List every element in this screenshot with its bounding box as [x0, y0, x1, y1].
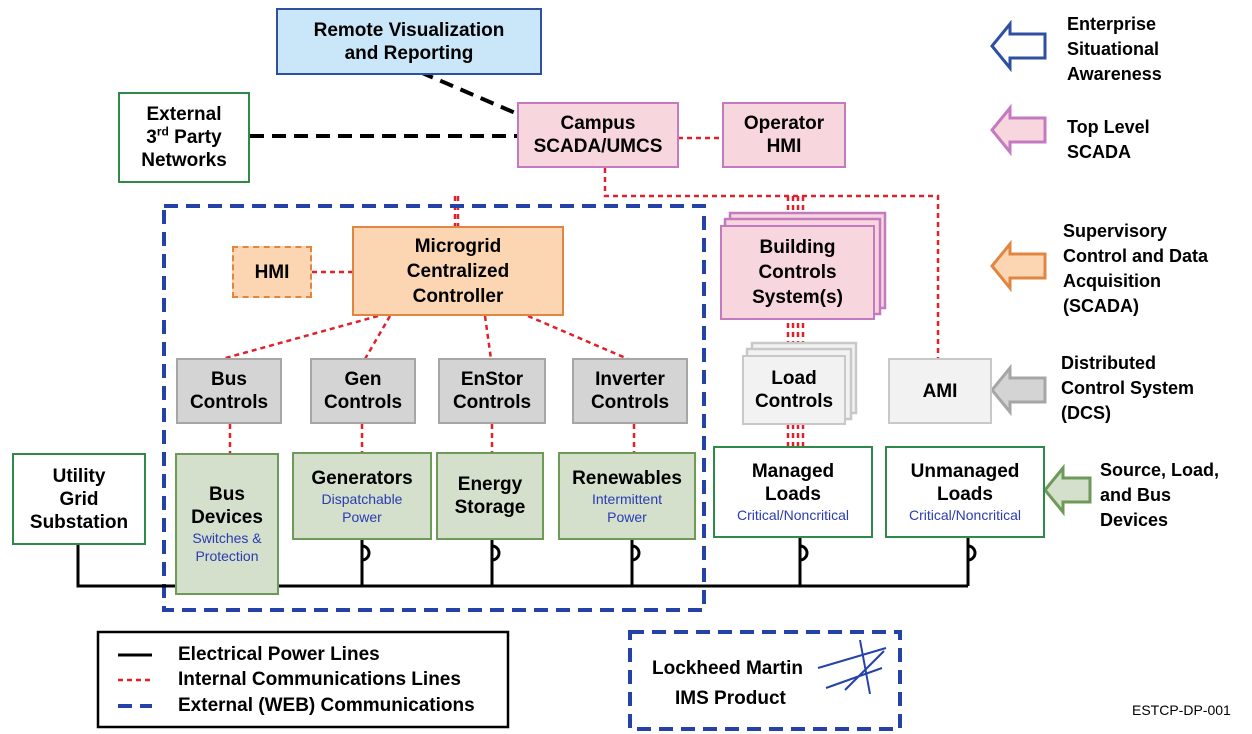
operator-hmi-line1: Operator	[743, 113, 825, 134]
renewables-line1: Renewables	[572, 467, 682, 489]
building-controls-box: Building Controls System(s)	[720, 225, 875, 320]
utility-grid-box: Utility Grid Substation	[12, 453, 146, 545]
side-label-top-scada: Top Level SCADA	[1067, 117, 1150, 162]
building-controls-line3: System(s)	[752, 287, 843, 308]
side-label-enterprise: Enterprise Situational Awareness	[1067, 14, 1162, 84]
side-arrows	[990, 19, 1092, 517]
external-networks-line2: 3rd Party	[146, 124, 222, 148]
web-link-remote-campus	[419, 70, 521, 117]
gen-controls-line2: Controls	[323, 392, 403, 413]
unmanaged-loads-line1: Unmanaged	[910, 461, 1020, 482]
external-networks-box: External 3rd Party Networks	[118, 92, 250, 183]
power-jumpers	[361, 544, 977, 562]
managed-loads-line2: Loads	[765, 484, 821, 505]
arrow-dcs-icon	[990, 363, 1047, 417]
energy-storage-line2: Storage	[454, 497, 526, 518]
document-id: ESTCP-DP-001	[1132, 702, 1231, 718]
managed-loads-line1: Managed	[751, 461, 835, 482]
renewables-box: Renewables Intermittent Power	[558, 452, 696, 540]
legend-external-label: External (WEB) Communications	[178, 695, 475, 716]
operator-hmi-box: Operator HMI	[722, 102, 846, 168]
energy-storage-box: Energy Storage	[436, 452, 544, 540]
hmi-box: HMI	[232, 246, 312, 298]
product-line2: IMS Product	[675, 688, 786, 709]
load-controls-line2: Controls	[754, 391, 834, 412]
external-networks-line3: Networks	[141, 150, 227, 171]
external-networks-line1: External	[146, 104, 222, 125]
remote-visualization-box: Remote Visualization and Reporting	[276, 8, 542, 75]
managed-loads-box: Managed Loads Critical/Noncritical	[713, 446, 873, 538]
unmanaged-loads-line2: Loads	[937, 484, 993, 505]
gen-controls-line1: Gen	[344, 369, 382, 390]
bus-controls-line2: Controls	[189, 392, 269, 413]
arrow-scada-icon	[990, 239, 1047, 293]
campus-scada-box: Campus SCADA/UMCS	[517, 102, 679, 168]
utility-grid-line1: Utility	[52, 465, 106, 487]
enstor-controls-box: EnStor Controls	[438, 358, 546, 424]
bus-devices-sub1: Switches &	[192, 530, 262, 546]
utility-grid-line2: Grid	[59, 488, 99, 510]
side-label-devices: Source, Load, and Bus Devices	[1100, 460, 1220, 530]
unmanaged-loads-sub: Critical/Noncritical	[908, 507, 1022, 523]
campus-scada-line1: Campus	[560, 113, 636, 134]
building-controls-line2: Controls	[758, 262, 837, 283]
ami-box: AMI	[888, 358, 992, 424]
arrow-devices-icon	[1043, 463, 1092, 517]
generators-line1: Generators	[311, 467, 413, 489]
bus-controls-box: Bus Controls	[176, 358, 282, 424]
generators-sub1: Dispatchable	[321, 490, 403, 507]
product-line1: Lockheed Martin	[652, 658, 803, 679]
generators-sub2: Power	[342, 508, 382, 525]
side-label-dcs: Distributed Control System (DCS)	[1061, 353, 1195, 423]
bus-devices-sub2: Protection	[195, 548, 259, 564]
hmi-label: HMI	[254, 261, 290, 283]
load-controls-line1: Load	[771, 368, 817, 389]
inverter-controls-line2: Controls	[590, 392, 670, 413]
ami-label: AMI	[922, 380, 958, 402]
bus-devices-box: Bus Devices Switches & Protection	[175, 453, 279, 595]
microgrid-controller-line2: Centralized	[406, 260, 510, 282]
legend-frame	[96, 630, 510, 729]
product-frame	[628, 630, 902, 731]
arrow-top-scada-icon	[990, 103, 1047, 157]
bus-controls-line1: Bus	[211, 369, 247, 390]
arrow-enterprise-icon	[990, 19, 1047, 73]
campus-scada-line2: SCADA/UMCS	[533, 136, 663, 157]
gen-controls-box: Gen Controls	[310, 358, 416, 424]
utility-grid-line3: Substation	[29, 511, 129, 533]
unmanaged-loads-box: Unmanaged Loads Critical/Noncritical	[885, 446, 1045, 538]
building-controls-line1: Building	[759, 237, 836, 258]
operator-hmi-line2: HMI	[766, 136, 802, 157]
microgrid-controller-box: Microgrid Centralized Controller	[352, 226, 564, 316]
microgrid-controller-line1: Microgrid	[414, 235, 502, 257]
managed-loads-sub: Critical/Noncritical	[736, 507, 850, 523]
lockheed-star-icon	[817, 639, 887, 695]
microgrid-controller-line3: Controller	[412, 285, 504, 307]
enstor-controls-line1: EnStor	[460, 369, 524, 390]
bus-devices-line1: Bus	[209, 484, 245, 505]
load-controls-box: Load Controls	[742, 355, 846, 425]
bus-devices-line2: Devices	[191, 507, 263, 528]
inverter-controls-box: Inverter Controls	[572, 358, 688, 424]
legend-internal-label: Internal Communications Lines	[178, 669, 461, 690]
renewables-sub2: Power	[607, 508, 647, 525]
inverter-controls-line1: Inverter	[595, 369, 665, 390]
legend-power-label: Electrical Power Lines	[178, 644, 380, 665]
renewables-sub1: Intermittent	[591, 490, 663, 507]
remote-visualization-label: Remote Visualization and Reporting	[313, 19, 505, 64]
generators-box: Generators Dispatchable Power	[292, 452, 432, 540]
side-label-scada: Supervisory Control and Data Acquisition…	[1063, 221, 1209, 316]
energy-storage-line1: Energy	[457, 474, 523, 495]
enstor-controls-line2: Controls	[452, 392, 532, 413]
microgrid-boundary	[162, 204, 706, 612]
